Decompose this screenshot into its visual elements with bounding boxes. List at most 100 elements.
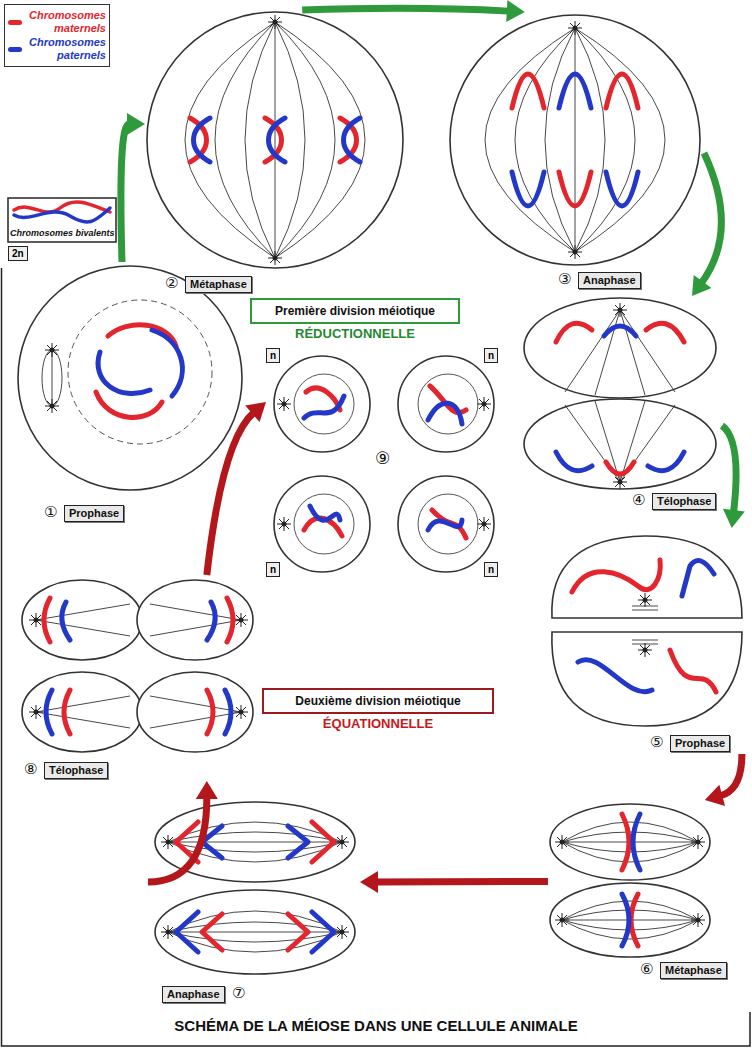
stage-number: ⑧ xyxy=(24,761,37,778)
centrosome xyxy=(555,913,569,927)
centrosome xyxy=(555,835,569,849)
stage-label: Métaphase xyxy=(185,276,252,293)
centrosome xyxy=(29,613,43,627)
cycle-arrow xyxy=(360,871,548,893)
diagram-title: SCHÉMA DE LA MÉIOSE DANS UNE CELLULE ANI… xyxy=(0,1017,752,1035)
cell-outline xyxy=(22,672,142,752)
nucleus-outline xyxy=(68,300,212,444)
paternal-chromosome xyxy=(98,330,182,396)
arrow-head xyxy=(705,785,725,806)
ploidy-label: n xyxy=(266,348,280,363)
cell-outline xyxy=(274,476,370,572)
arrow-shaft xyxy=(148,797,207,882)
division-heading: Deuxième division méiotique xyxy=(262,688,494,714)
arrow-head xyxy=(245,402,266,422)
arrow-shaft xyxy=(701,153,721,283)
stage-number: ③ xyxy=(558,271,571,288)
division-type: RÉDUCTIONNELLE xyxy=(250,326,460,342)
stage-cell: ⑧ Télophase xyxy=(18,575,254,781)
stage-cell: ⑤Prophase xyxy=(545,528,748,754)
legend-text: Chromosomes paternels xyxy=(26,36,106,62)
paternal-chromosome xyxy=(14,208,110,222)
paternal-chromosome xyxy=(14,74,714,952)
cell-outline xyxy=(137,672,253,752)
cycle-arrow xyxy=(148,781,218,882)
paternal-chromosome xyxy=(622,814,640,946)
cell-outline xyxy=(155,890,355,974)
ploidy-label: 2n xyxy=(8,246,28,261)
stage-cell: ②Métaphase xyxy=(145,10,407,295)
cell-outline xyxy=(8,198,116,242)
centrosome xyxy=(568,245,582,259)
maternal-chromosome xyxy=(14,202,110,212)
centrosome xyxy=(268,15,282,29)
division-box: Deuxième division méiotiqueÉQUATIONNELLE xyxy=(262,688,494,738)
stage-number: ① xyxy=(44,504,57,521)
cell-outline xyxy=(22,580,142,660)
arrow-shaft xyxy=(207,412,254,575)
stage-number: ⑥ xyxy=(640,961,653,978)
centrosome xyxy=(691,913,705,927)
stage-cell: ③ Anaphase xyxy=(448,12,704,294)
stage-cell: ⑥ Métaphase xyxy=(548,800,744,981)
cycle-arrow xyxy=(705,754,742,806)
cell-outline xyxy=(450,15,700,265)
spindle-fibers xyxy=(36,604,241,728)
stage-label: Télophase xyxy=(652,493,716,510)
centrosome xyxy=(613,475,627,489)
stage-label: Métaphase xyxy=(660,962,727,979)
centrosome xyxy=(277,517,291,531)
ploidy-label: n xyxy=(484,348,498,363)
centrosome xyxy=(568,21,582,35)
stage-label: Anaphase xyxy=(162,986,225,1003)
cell-outline xyxy=(18,266,242,490)
spindle-fibers xyxy=(42,350,62,406)
nucleus-outline xyxy=(68,300,478,554)
arrow-shaft xyxy=(722,426,736,513)
maternal-chromosome xyxy=(572,560,716,692)
centrosome xyxy=(268,251,282,265)
cycle-arrow xyxy=(121,113,145,262)
cell-outline xyxy=(147,12,403,268)
maternal-chromosome xyxy=(512,74,638,206)
cell-outline xyxy=(524,298,716,398)
daughter-cell: n xyxy=(266,468,374,579)
arrow-shaft xyxy=(720,754,742,796)
centrosome xyxy=(277,397,291,411)
centrosome xyxy=(638,593,652,607)
spindle-fibers xyxy=(52,350,53,406)
arrow-head xyxy=(692,275,711,296)
stage-number: ④ xyxy=(632,492,645,509)
spindle-fibers xyxy=(36,22,698,952)
maternal-chromosome xyxy=(14,74,716,950)
legend-text: Chromosomes maternels xyxy=(26,9,106,35)
centrosome xyxy=(29,15,705,939)
centrosome xyxy=(691,835,705,849)
centrosome xyxy=(234,705,248,719)
cycle-arrow xyxy=(722,426,745,528)
stage-label: Télophase xyxy=(44,762,108,779)
maternal-chromosome xyxy=(44,598,233,734)
arrow-shaft xyxy=(121,124,129,262)
arrow-head xyxy=(506,0,525,22)
arrow-shaft xyxy=(376,878,548,886)
legend: Chromosomes maternelsChromosomes paterne… xyxy=(4,4,110,67)
arrow-head xyxy=(127,113,145,135)
legend-row: Chromosomes maternels xyxy=(8,9,106,35)
centrosome xyxy=(477,397,491,411)
spindle-fibers xyxy=(565,310,675,482)
centrosome xyxy=(613,303,627,317)
legend-swatch xyxy=(8,20,22,25)
nucleus-outline xyxy=(294,494,354,554)
daughter-cell-group: ⑨nnnn xyxy=(262,344,506,580)
stage-label: Prophase xyxy=(64,505,124,522)
paternal-chromosome xyxy=(556,326,684,471)
paternal-chromosome xyxy=(578,561,714,692)
daughter-cell: n xyxy=(390,348,500,456)
maternal-chromosome xyxy=(96,325,176,418)
arrow-head xyxy=(196,781,218,799)
daughter-cell: n xyxy=(390,468,500,579)
stage-label: Anaphase xyxy=(578,272,641,289)
cycle-arrow xyxy=(302,0,525,22)
